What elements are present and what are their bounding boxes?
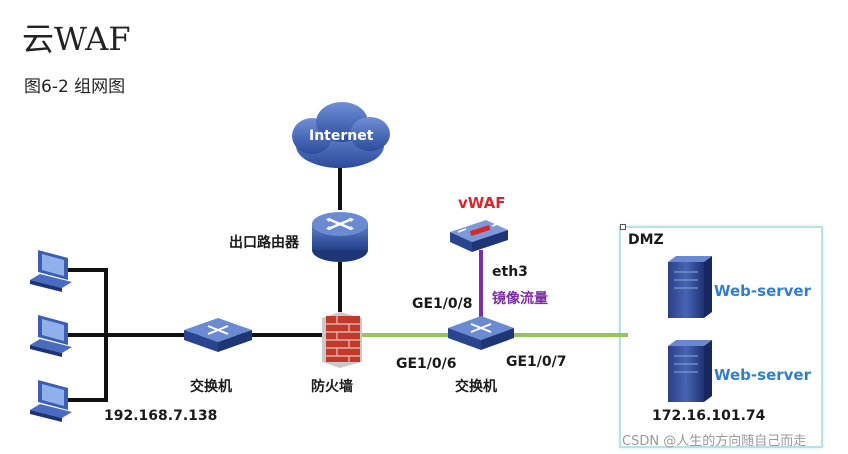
router-icon — [312, 212, 368, 262]
router-label: 出口路由器 — [229, 235, 299, 251]
switch-icon-left — [184, 318, 252, 352]
eth3-label: eth3 — [492, 264, 528, 280]
mirror-traffic-label: 镜像流量 — [492, 291, 548, 307]
dmz-zone — [619, 226, 823, 448]
firewall-label: 防火墙 — [311, 379, 353, 395]
server-icon-1 — [668, 256, 712, 318]
lan-ip-label: 192.168.7.138 — [104, 408, 218, 424]
dmz-corner-marker — [620, 224, 626, 230]
figure-caption: 图6-2 组网图 — [24, 77, 126, 97]
cloud-icon — [292, 102, 390, 168]
dmz-ip-label: 172.16.101.74 — [652, 408, 766, 424]
watermark: CSDN @人生的方向随自己而走 — [622, 434, 807, 449]
left-switch-label: 交换机 — [190, 379, 232, 395]
ge108-label: GE1/0/8 — [412, 296, 473, 312]
switch-icon-center — [448, 316, 514, 350]
web-server-1-label: Web-server — [714, 282, 811, 300]
vwaf-icon — [450, 220, 508, 252]
computer-icon-3 — [30, 380, 72, 422]
page-title: 云WAF — [22, 20, 131, 58]
computer-icon-2 — [30, 315, 72, 357]
vwaf-label: vWAF — [458, 194, 506, 212]
center-switch-label: 交换机 — [455, 379, 497, 395]
ge106-label: GE1/0/6 — [396, 356, 457, 372]
dmz-label: DMZ — [628, 232, 664, 248]
link-lines — [68, 165, 628, 402]
internet-label: Internet — [309, 128, 374, 144]
computer-icon-1 — [30, 250, 72, 292]
server-icon-2 — [668, 340, 712, 402]
ge107-label: GE1/0/7 — [506, 354, 567, 370]
firewall-icon — [322, 312, 362, 368]
web-server-2-label: Web-server — [714, 366, 811, 384]
